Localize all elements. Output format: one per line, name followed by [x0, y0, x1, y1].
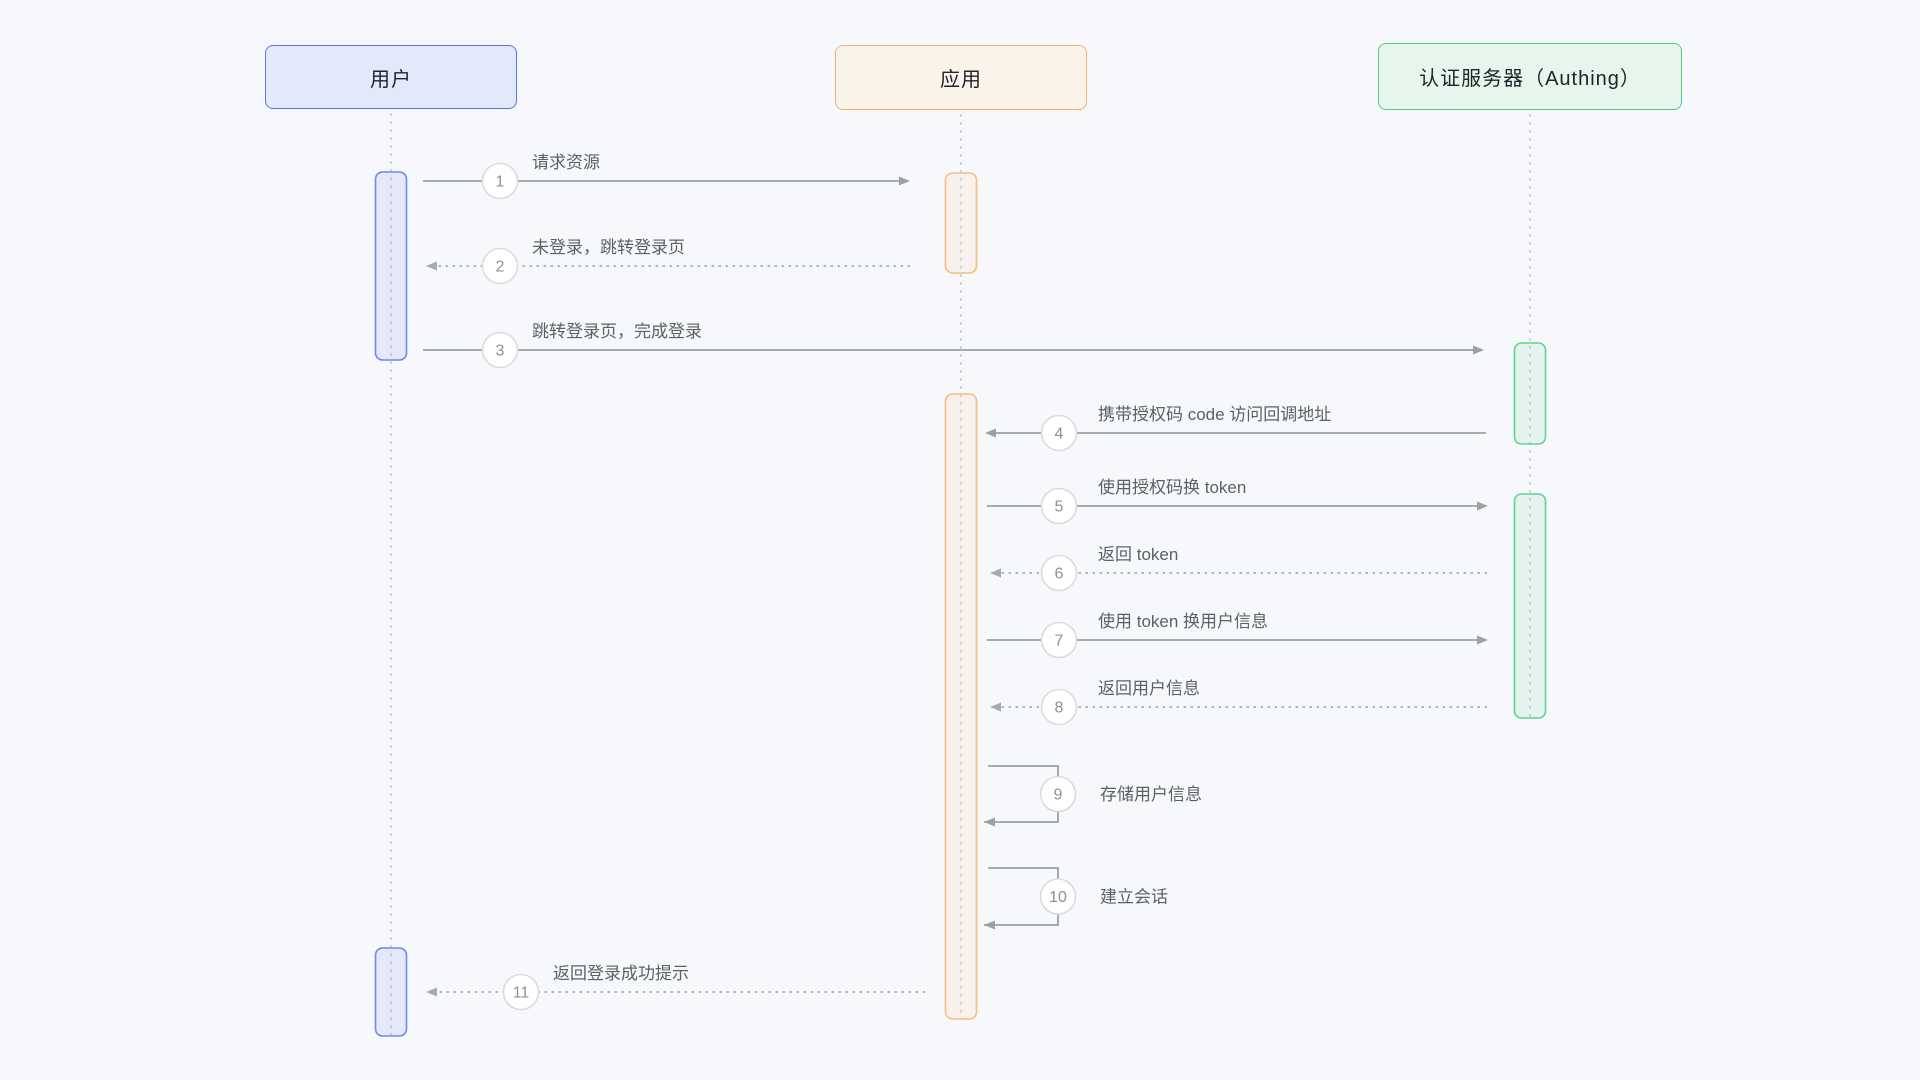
actor-box-auth: 认证服务器（Authing） — [1378, 43, 1682, 110]
arrowhead-icon — [985, 428, 996, 438]
message-number-badge — [1039, 878, 1077, 915]
message-number-badge — [1040, 554, 1078, 592]
actor-label-app: 应用 — [940, 69, 982, 91]
message-label: 返回 token — [1098, 545, 1178, 564]
activation-bar-auth — [1513, 493, 1547, 719]
message-label: 返回登录成功提示 — [553, 964, 689, 983]
arrowhead-icon — [899, 176, 910, 186]
message-number: 6 — [1055, 566, 1064, 583]
message-number: 8 — [1055, 700, 1064, 717]
arrowhead-icon — [1477, 501, 1488, 511]
message-number-badge — [481, 331, 519, 369]
actor-label-user: 用户 — [370, 68, 412, 91]
message-label: 跳转登录页，完成登录 — [532, 322, 702, 341]
message-number: 7 — [1055, 633, 1064, 650]
message-number-badge — [1040, 688, 1078, 726]
message-label: 未登录，跳转登录页 — [532, 238, 685, 257]
message-number-badge — [1040, 414, 1078, 452]
message-number: 11 — [513, 985, 530, 1002]
message-number-badge — [481, 247, 519, 285]
message-number: 5 — [1055, 499, 1064, 516]
actor-box-app: 应用 — [835, 45, 1087, 110]
message-label: 存储用户信息 — [1100, 785, 1202, 804]
arrowhead-icon — [1473, 345, 1484, 355]
message-number: 9 — [1054, 787, 1063, 804]
arrowhead-icon — [984, 920, 995, 930]
message-label: 请求资源 — [532, 153, 600, 172]
message-number-badge — [481, 162, 519, 200]
arrowhead-icon — [1477, 635, 1488, 645]
message-number-badge — [502, 973, 540, 1011]
activation-bar-app — [944, 172, 978, 274]
arrowhead-icon — [426, 261, 437, 271]
message-number-badge — [1039, 775, 1077, 813]
arrowhead-icon — [426, 987, 437, 997]
arrowhead-icon — [990, 568, 1001, 578]
activation-bar-user — [374, 171, 408, 361]
actor-label-auth: 认证服务器（Authing） — [1419, 68, 1641, 90]
message-number: 1 — [496, 174, 505, 191]
arrowhead-icon — [984, 817, 995, 827]
activation-bar-user — [374, 947, 408, 1037]
activation-bar-auth — [1513, 342, 1547, 445]
arrowhead-icon — [990, 702, 1001, 712]
message-label: 建立会话 — [1100, 888, 1168, 907]
message-number: 3 — [496, 343, 505, 360]
message-number-badge — [1040, 487, 1078, 525]
message-label: 携带授权码 code 访问回调地址 — [1098, 405, 1331, 424]
message-label: 返回用户信息 — [1098, 679, 1200, 698]
actor-box-user: 用户 — [265, 45, 517, 109]
activation-bar-app — [944, 393, 978, 1020]
message-number: 4 — [1055, 426, 1064, 443]
message-number-badge — [1040, 621, 1078, 659]
message-label: 使用 token 换用户信息 — [1098, 611, 1268, 631]
message-number: 2 — [496, 259, 505, 276]
message-label: 使用授权码换 token — [1098, 477, 1246, 497]
message-number: 10 — [1049, 889, 1067, 906]
